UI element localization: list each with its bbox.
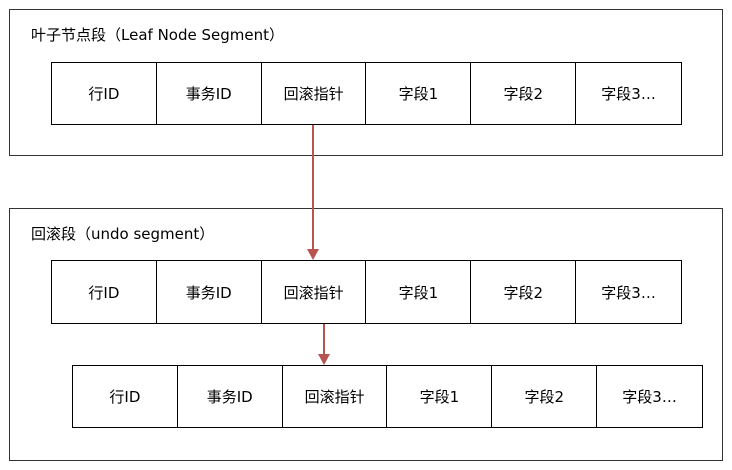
cell-row-id: 行ID <box>73 366 178 427</box>
cell-trx-id: 事务ID <box>178 366 283 427</box>
undo-record-2: 行ID 事务ID 回滚指针 字段1 字段2 字段3… <box>72 365 703 428</box>
cell-field-3: 字段3… <box>601 85 656 103</box>
cell-roll-pointer: 回滚指针 <box>262 261 367 323</box>
cell-roll-pointer: 回滚指针 <box>283 366 388 427</box>
cell-row-id: 行ID <box>52 261 157 323</box>
leaf-record: 行ID 事务ID 回滚指针 字段1 字段2 字段3… <box>51 62 682 125</box>
arrow-undo-to-undo <box>318 324 330 365</box>
undo-segment: 回滚段（undo segment） <box>9 208 723 461</box>
leaf-node-segment: 叶子节点段（Leaf Node Segment） <box>9 9 723 156</box>
cell-field-3: 字段3… <box>601 283 656 302</box>
cell-roll-pointer: 回滚指针 <box>262 63 367 124</box>
arrow-leaf-to-undo <box>307 125 319 260</box>
cell-field-1: 字段1 <box>366 261 472 323</box>
undo-segment-title: 回滚段（undo segment） <box>31 225 215 243</box>
cell-field-2: 字段2 <box>471 261 577 323</box>
cell-field-1: 字段1 <box>387 366 493 427</box>
cell-field-3: 字段3… <box>622 388 677 406</box>
leaf-segment-title: 叶子节点段（Leaf Node Segment） <box>31 26 284 44</box>
cell-trx-id: 事务ID <box>157 261 262 323</box>
cell-trx-id: 事务ID <box>157 63 262 124</box>
cell-field-2: 字段2 <box>492 366 598 427</box>
cell-field-1: 字段1 <box>366 63 472 124</box>
cell-row-id: 行ID <box>52 63 157 124</box>
cell-field-2: 字段2 <box>471 63 577 124</box>
undo-record-1: 行ID 事务ID 回滚指针 字段1 字段2 字段3… <box>51 260 682 324</box>
